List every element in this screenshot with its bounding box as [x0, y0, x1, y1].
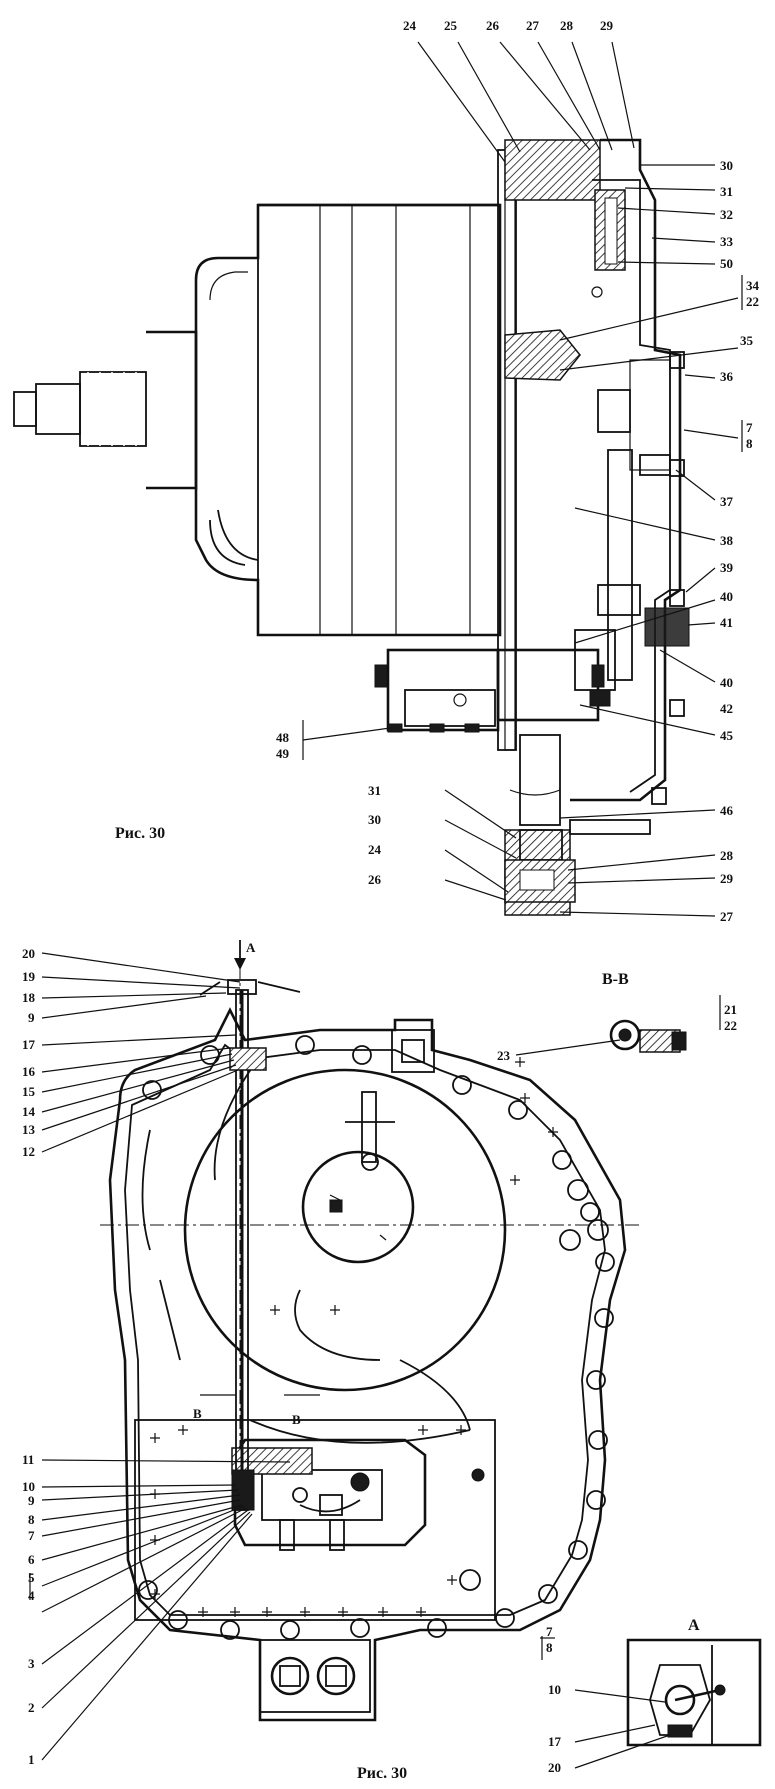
callout-b18: 18	[22, 990, 36, 1005]
callout-33: 33	[720, 234, 734, 249]
callout-45: 45	[720, 728, 734, 743]
callout-22: 22	[746, 294, 759, 309]
view-a-title: А	[688, 1617, 700, 1634]
callout-7: 7	[746, 420, 753, 435]
callout-30: 30	[720, 158, 733, 173]
callout-b8: 8	[28, 1512, 35, 1527]
callout-32: 32	[720, 207, 733, 222]
callout-26: 26	[486, 18, 500, 33]
callout-29: 29	[600, 18, 614, 33]
callout-b4: 4	[28, 1588, 35, 1603]
callout-48: 48	[276, 730, 290, 745]
callout-35: 35	[740, 333, 754, 348]
callout-b7: 7	[28, 1528, 35, 1543]
lower-drive-box	[374, 629, 651, 903]
callout-a17: 17	[548, 1734, 562, 1749]
callout-37: 37	[720, 494, 734, 509]
cut-b-right-label: В	[292, 1412, 301, 1427]
figure-caption-top: Рис. 30	[115, 825, 165, 842]
callout-24b: 24	[368, 842, 382, 857]
callout-40a: 40	[720, 589, 733, 604]
drain-boss	[259, 1639, 371, 1713]
callout-38: 38	[720, 533, 734, 548]
callout-26b: 26	[368, 872, 382, 887]
callout-a7: 7	[546, 1624, 553, 1639]
input-shaft	[13, 330, 198, 490]
callout-40b: 40	[720, 675, 733, 690]
callout-28b: 28	[720, 848, 734, 863]
section-bb-detail	[609, 1019, 687, 1053]
callout-a10: 10	[548, 1682, 561, 1697]
callout-b19: 19	[22, 969, 36, 984]
clutch-housing	[194, 203, 502, 637]
callout-b20: 20	[22, 946, 35, 961]
callout-b22: 22	[724, 1018, 737, 1033]
callout-24: 24	[403, 18, 417, 33]
callout-31: 31	[720, 184, 733, 199]
callout-b15: 15	[22, 1084, 36, 1099]
callout-39: 39	[720, 560, 734, 575]
callout-b3: 3	[28, 1656, 35, 1671]
callout-b10: 10	[22, 1479, 35, 1494]
callout-46: 46	[720, 803, 734, 818]
callout-b23: 23	[497, 1048, 511, 1063]
callout-b6: 6	[28, 1552, 35, 1567]
callout-42: 42	[720, 701, 733, 716]
callout-30b: 30	[368, 812, 381, 827]
view-a-arrow	[234, 940, 246, 970]
bottom-leader-lines	[29, 952, 721, 1769]
top-callout-labels: 24 25 26 27 28 29 30 31 32 33 50 34 22 3…	[276, 18, 760, 924]
bottom-callout-labels: 20 19 18 9 17 16 15 14 13 12 11 10 9 8 7…	[22, 946, 737, 1775]
callout-b17: 17	[22, 1037, 36, 1052]
callout-31b: 31	[368, 783, 381, 798]
callout-36: 36	[720, 369, 734, 384]
detail-a-view	[626, 1638, 762, 1747]
front-view-figure	[29, 940, 762, 1769]
cut-b-left-label: В	[193, 1406, 202, 1421]
flange-bolt-holes	[138, 1035, 615, 1640]
pump-drive-housing	[504, 138, 690, 805]
section-bb-title: В-В	[602, 971, 629, 988]
callout-27: 27	[526, 18, 540, 33]
callout-25: 25	[444, 18, 458, 33]
callout-50: 50	[720, 256, 733, 271]
callout-8: 8	[746, 436, 753, 451]
callout-b1: 1	[28, 1752, 35, 1767]
callout-34: 34	[746, 278, 760, 293]
flywheel-housing-outline	[108, 1007, 627, 1722]
callout-b9b: 9	[28, 1493, 35, 1508]
callout-a20: 20	[548, 1760, 561, 1775]
callout-41: 41	[720, 615, 733, 630]
callout-b9: 9	[28, 1010, 35, 1025]
callout-b11: 11	[22, 1452, 34, 1467]
callout-b2: 2	[28, 1700, 35, 1715]
callout-a8: 8	[546, 1640, 553, 1655]
callout-29b: 29	[720, 871, 734, 886]
rivet-markers	[150, 1057, 558, 1617]
callout-27b: 27	[720, 909, 734, 924]
top-leader-lines	[302, 41, 743, 917]
side-view-figure	[13, 41, 743, 917]
callout-28: 28	[560, 18, 574, 33]
callout-b14: 14	[22, 1104, 36, 1119]
callout-b16: 16	[22, 1064, 36, 1079]
mounting-bracket	[345, 1029, 435, 1171]
view-a-arrow-label: А	[246, 940, 256, 955]
callout-b21: 21	[724, 1002, 737, 1017]
callout-b13: 13	[22, 1122, 36, 1137]
vertical-rod	[199, 979, 301, 1511]
figure-caption-bottom: Рис. 30	[357, 1765, 407, 1782]
callout-49: 49	[276, 746, 290, 761]
callout-b5: 5	[28, 1570, 35, 1585]
callout-b12: 12	[22, 1144, 35, 1159]
